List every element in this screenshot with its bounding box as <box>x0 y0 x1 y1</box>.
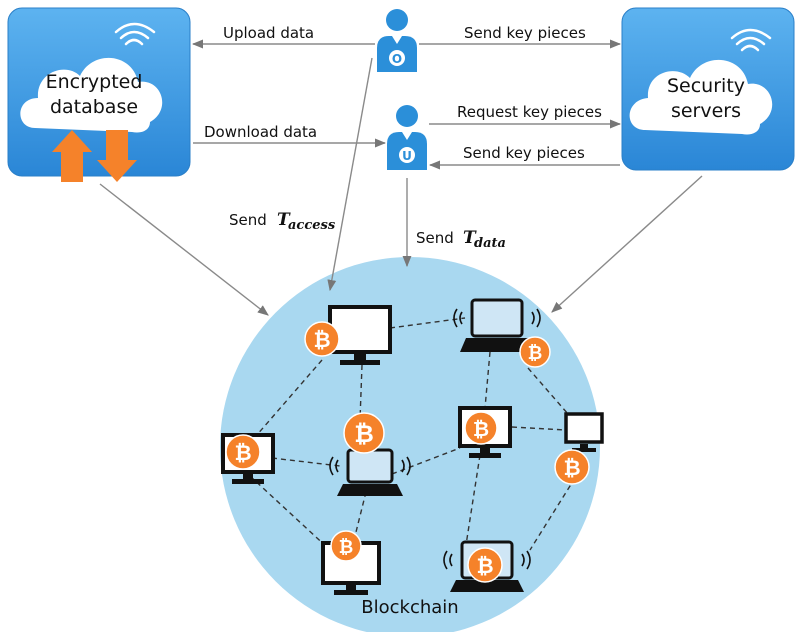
owner-person-icon: O <box>377 9 417 72</box>
wifi-icon <box>730 28 772 52</box>
send-key-pieces-bottom-label: Send key pieces <box>463 144 585 162</box>
blockchain-circle <box>220 257 600 632</box>
send-t-access-arrow <box>327 57 373 292</box>
upload-data-label: Upload data <box>223 24 314 42</box>
send-t-data-symbol: T <box>463 228 477 248</box>
wifi-icon <box>443 550 531 570</box>
desktop-monitor-icon <box>328 305 392 365</box>
wifi-icon <box>114 22 156 46</box>
security-servers-line2: servers <box>671 100 741 122</box>
owner-badge: O <box>392 52 402 66</box>
bitcoin-icon: ₿ <box>343 412 385 454</box>
bitcoin-icon: ₿ <box>464 411 498 445</box>
security-servers-node: Security servers <box>621 7 795 171</box>
send-key-pieces-top-label: Send key pieces <box>464 24 586 42</box>
network-links <box>249 317 576 551</box>
wifi-icon <box>453 308 541 328</box>
send-t-data-subscript: data <box>474 236 506 251</box>
laptop-icon <box>460 298 534 352</box>
encrypted-database-line1: Encrypted <box>46 71 143 93</box>
svg-text:₿: ₿ <box>354 420 374 448</box>
encrypted-database-node: Encrypted database <box>7 7 191 182</box>
bitcoin-icon: ₿ <box>519 336 551 368</box>
svg-text:₿: ₿ <box>234 441 251 465</box>
blockchain-label: Blockchain <box>361 597 458 618</box>
servers-to-blockchain-arrow <box>551 175 703 313</box>
user-badge: U <box>402 149 412 163</box>
svg-text:₿: ₿ <box>476 554 493 578</box>
svg-text:₿: ₿ <box>313 328 330 352</box>
svg-text:₿: ₿ <box>339 537 354 558</box>
desktop-monitor-icon <box>564 412 604 452</box>
send-t-access-prefix: Send <box>229 211 267 229</box>
bitcoin-icon: ₿ <box>225 434 261 470</box>
svg-text:₿: ₿ <box>528 343 543 364</box>
bitcoin-icon: ₿ <box>304 321 340 357</box>
upload-download-arrows-icon <box>52 130 137 182</box>
send-t-data-prefix: Send <box>416 229 454 247</box>
send-t-access-subscript: access <box>288 218 336 233</box>
bitcoin-icon: ₿ <box>467 547 503 583</box>
send-t-access-symbol: T <box>277 210 291 230</box>
database-to-blockchain-arrow <box>99 183 269 316</box>
cloud-icon <box>20 57 163 133</box>
laptop-icon <box>337 448 403 496</box>
wifi-icon <box>329 456 411 476</box>
svg-text:₿: ₿ <box>563 456 580 480</box>
encrypted-database-line2: database <box>50 96 138 118</box>
bitcoin-icon: ₿ <box>554 449 590 485</box>
user-person-icon: U <box>387 105 427 170</box>
svg-text:₿: ₿ <box>473 417 489 441</box>
bitcoin-icon: ₿ <box>330 530 362 562</box>
request-key-pieces-label: Request key pieces <box>457 103 602 121</box>
security-servers-line1: Security <box>667 75 745 97</box>
cloud-icon <box>629 59 773 135</box>
download-data-label: Download data <box>204 123 317 141</box>
